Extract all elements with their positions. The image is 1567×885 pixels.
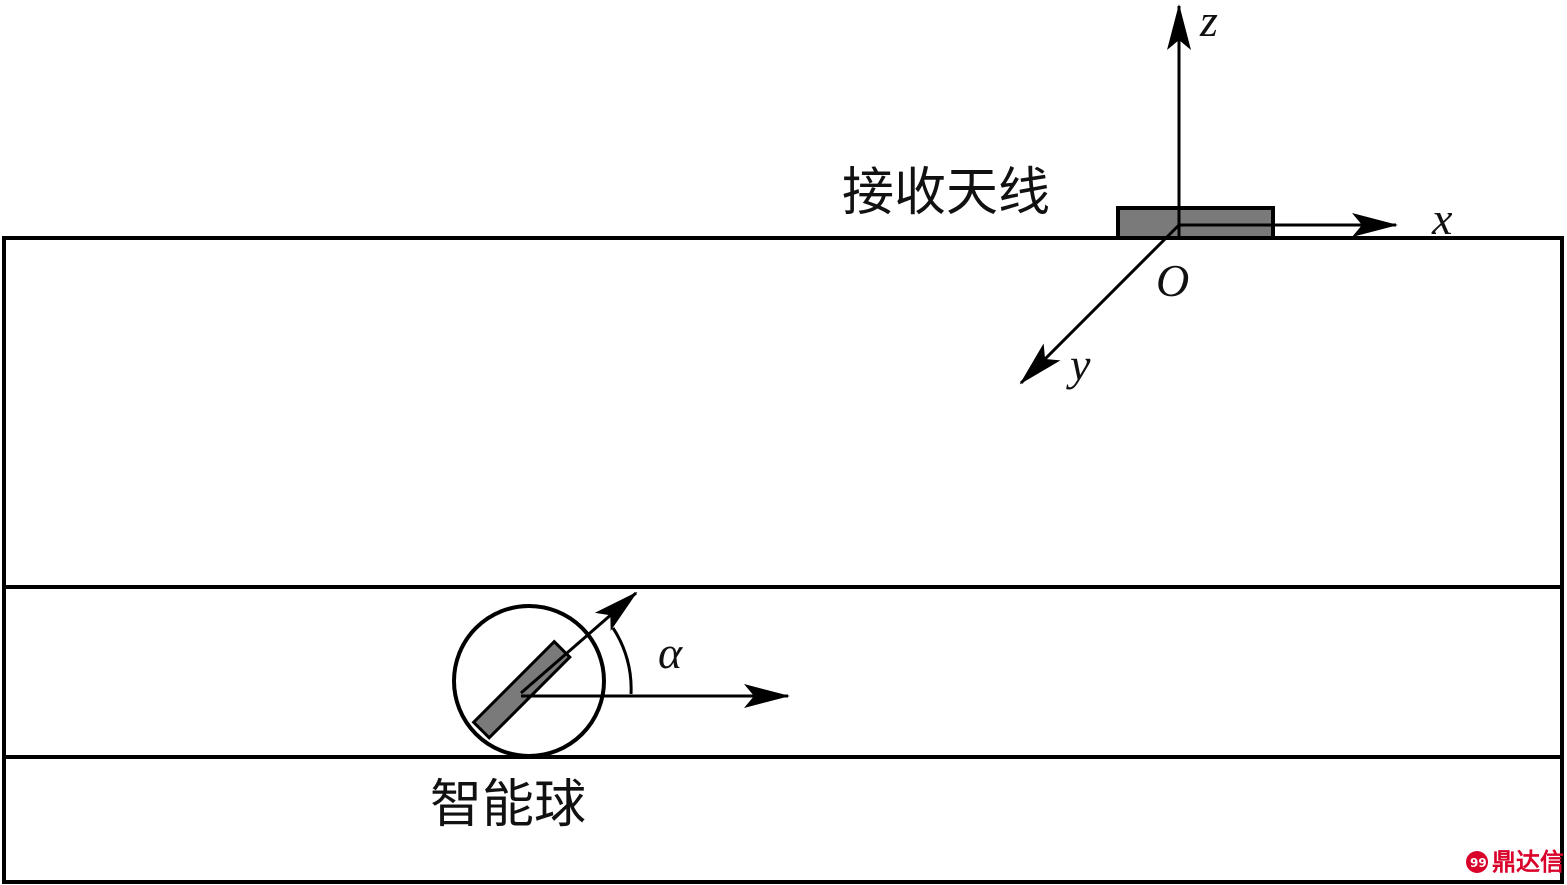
antenna-label: 接收天线 — [842, 163, 1050, 223]
smart-ball — [452, 604, 606, 758]
watermark: 99 鼎达信 — [1466, 848, 1564, 876]
origin-label: O — [1156, 255, 1189, 306]
watermark-logo-glyph: 99 — [1470, 856, 1487, 870]
x-axis-label: x — [1431, 193, 1453, 244]
watermark-text: 鼎达信 — [1492, 848, 1564, 876]
watermark-logo-icon — [1466, 851, 1488, 873]
ground-block — [2, 236, 1564, 884]
ball-direction-arrow — [520, 591, 638, 695]
ball-label: 智能球 — [430, 775, 586, 835]
y-axis — [1019, 223, 1181, 385]
receiving-antenna — [1116, 206, 1275, 240]
z-axis-label: z — [1199, 0, 1218, 46]
y-axis-label: y — [1066, 339, 1091, 390]
alpha-label: α — [658, 627, 683, 678]
alpha-angle-arc — [611, 627, 633, 695]
ball-inner-module — [471, 639, 572, 740]
